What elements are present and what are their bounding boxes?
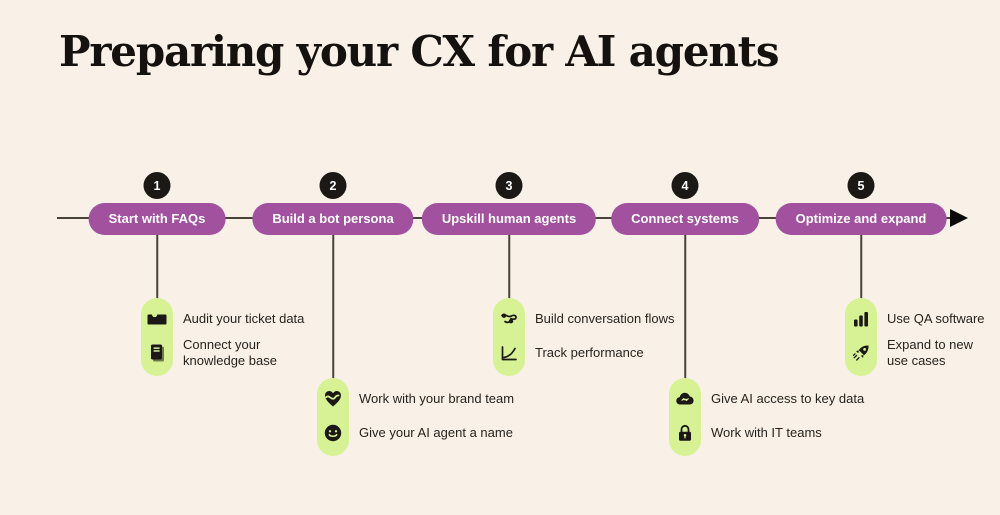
brand-heart-icon xyxy=(317,382,349,416)
item-text: Give your AI agent a name xyxy=(359,425,513,441)
bar-chart-icon xyxy=(845,302,877,336)
item-text: Work with your brand team xyxy=(359,391,515,407)
icon-pill xyxy=(845,298,877,376)
item-text: Use QA software xyxy=(887,311,985,327)
timeline-arrowhead-icon xyxy=(950,209,968,227)
item-text: Build conversation flows xyxy=(535,311,675,327)
timeline-item: Give your AI agent a name xyxy=(317,416,513,450)
knowledge-book-icon xyxy=(141,336,173,370)
item-text: Give AI access to key data xyxy=(711,391,865,407)
connector-line xyxy=(332,234,334,380)
item-text: Expand to new use cases xyxy=(887,337,974,368)
page-title: Preparing your CX for AI agents xyxy=(59,27,780,76)
item-text: Connect your knowledge base xyxy=(183,337,277,368)
timeline-item: Audit your ticket data xyxy=(141,302,304,336)
timeline-item: Track performance xyxy=(493,336,644,370)
step-number-badge: 5 xyxy=(847,172,875,199)
step-label-pill: Start with FAQs xyxy=(88,203,226,235)
step-label-pill: Optimize and expand xyxy=(775,203,947,235)
connector-line xyxy=(860,234,862,300)
item-text: Work with IT teams xyxy=(711,425,822,441)
item-text: Audit your ticket data xyxy=(183,311,305,327)
step-label-pill: Upskill human agents xyxy=(421,203,597,235)
icon-pill xyxy=(493,298,525,376)
conversation-flow-icon xyxy=(493,302,525,336)
step-label-pill: Build a bot persona xyxy=(252,203,414,235)
ticket-icon xyxy=(141,302,173,336)
timeline-item: Build conversation flows xyxy=(493,302,674,336)
connector-line xyxy=(508,234,510,300)
connector-line xyxy=(156,234,158,300)
timeline-item: Expand to new use cases xyxy=(845,336,985,370)
cloud-sync-icon xyxy=(669,382,701,416)
icon-pill xyxy=(141,298,173,376)
timeline-item: Work with your brand team xyxy=(317,382,514,416)
rocket-icon xyxy=(845,336,877,370)
step-number-badge: 1 xyxy=(143,172,171,199)
timeline-item: Connect your knowledge base xyxy=(141,336,289,370)
step-number-badge: 4 xyxy=(671,172,699,199)
icon-pill xyxy=(669,378,701,456)
icon-pill xyxy=(317,378,349,456)
step-number-badge: 3 xyxy=(495,172,523,199)
timeline-item: Give AI access to key data xyxy=(669,382,864,416)
line-chart-icon xyxy=(493,336,525,370)
lock-icon xyxy=(669,416,701,450)
smiley-face-icon xyxy=(317,416,349,450)
step-number-badge: 2 xyxy=(319,172,347,199)
connector-line xyxy=(684,234,686,380)
item-text: Track performance xyxy=(535,345,644,361)
step-label-pill: Connect systems xyxy=(611,203,759,235)
timeline-item: Work with IT teams xyxy=(669,416,822,450)
timeline-item: Use QA software xyxy=(845,302,985,336)
